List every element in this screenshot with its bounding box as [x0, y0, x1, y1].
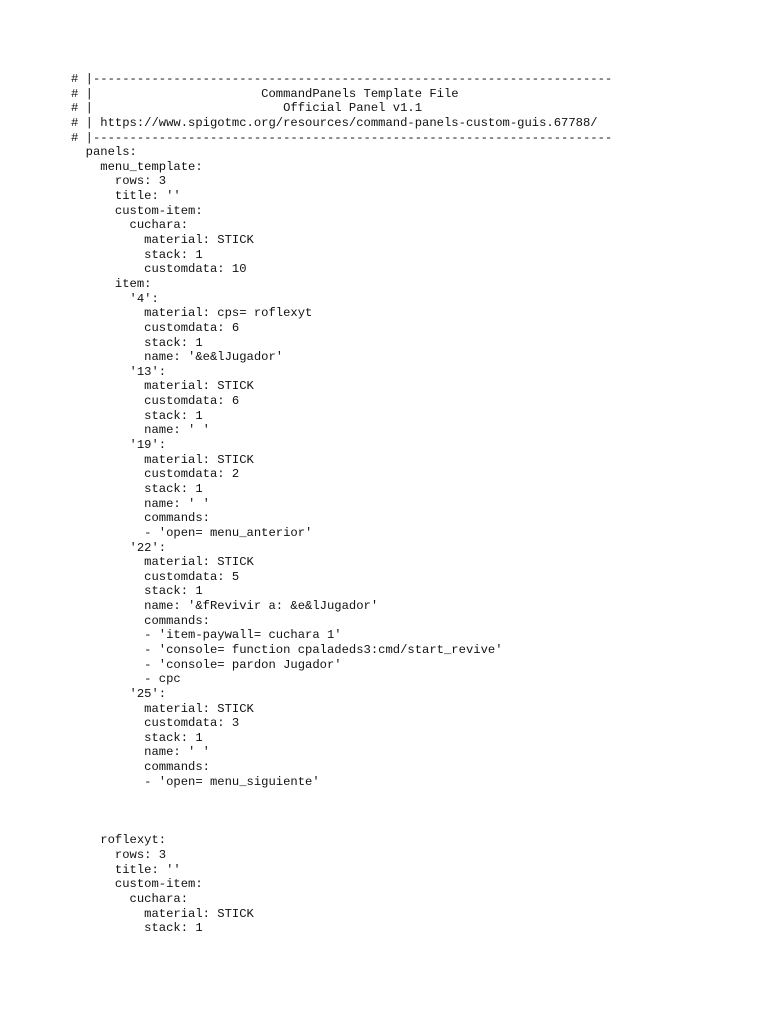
code-line: name: ' ': [71, 496, 210, 511]
code-line: [71, 789, 612, 804]
code-line: material: STICK: [71, 906, 254, 921]
code-line: rows: 3: [71, 847, 167, 862]
code-line: commands:: [71, 613, 210, 628]
code-line: name: ' ': [71, 423, 210, 438]
yaml-code-block: # |-------------------------------------…: [71, 72, 612, 936]
code-line: stack: 1: [71, 335, 203, 350]
code-line: - 'open= menu_siguiente': [71, 774, 320, 789]
code-line: material: STICK: [71, 233, 254, 248]
code-line: stack: 1: [71, 584, 203, 599]
code-line: rows: 3: [71, 174, 167, 189]
code-line: [71, 804, 612, 819]
code-line: # |-------------------------------------…: [71, 72, 613, 86]
code-line: stack: 1: [71, 481, 203, 496]
code-line: custom-item:: [71, 203, 203, 218]
code-line: name: '&fRevivir a: &e&lJugador': [71, 599, 379, 614]
code-line: '19':: [71, 438, 167, 453]
code-line: commands:: [71, 511, 210, 526]
code-line: customdata: 10: [71, 262, 247, 277]
code-line: material: STICK: [71, 555, 254, 570]
code-line: title: '': [71, 862, 181, 877]
code-line: commands:: [71, 760, 210, 775]
code-line: custom-item:: [71, 877, 203, 892]
code-line: customdata: 5: [71, 569, 240, 584]
code-line: - 'item-paywall= cuchara 1': [71, 628, 342, 643]
code-line: customdata: 6: [71, 394, 240, 409]
code-line: name: ' ': [71, 745, 210, 760]
code-line: roflexyt:: [71, 833, 167, 848]
code-line: stack: 1: [71, 921, 203, 936]
code-line: stack: 1: [71, 730, 203, 745]
code-line: title: '': [71, 189, 181, 204]
code-line: customdata: 3: [71, 716, 240, 731]
code-line: cuchara:: [71, 218, 189, 233]
code-line: material: STICK: [71, 452, 254, 467]
code-line: stack: 1: [71, 247, 203, 262]
code-line: name: '&e&lJugador': [71, 350, 284, 365]
code-line: [71, 819, 612, 834]
code-line: '4':: [71, 291, 159, 306]
code-line: - cpc: [71, 672, 181, 687]
code-line: # | https://www.spigotmc.org/resources/c…: [71, 115, 598, 130]
code-line: material: cps= roflexyt: [71, 306, 313, 321]
code-line: # | Official Panel v1.1: [71, 101, 423, 116]
code-line: # | CommandPanels Template File: [71, 86, 459, 101]
code-line: customdata: 6: [71, 320, 240, 335]
code-line: customdata: 2: [71, 467, 240, 482]
code-line: menu_template:: [71, 159, 203, 174]
code-line: - 'open= menu_anterior': [71, 525, 313, 540]
code-line: '22':: [71, 540, 167, 555]
code-line: stack: 1: [71, 408, 203, 423]
code-line: cuchara:: [71, 891, 189, 906]
code-line: - 'console= function cpaladeds3:cmd/star…: [71, 642, 503, 657]
code-line: item:: [71, 276, 152, 291]
code-line: material: STICK: [71, 379, 254, 394]
code-line: - 'console= pardon Jugador': [71, 657, 342, 672]
code-line: panels:: [71, 145, 137, 160]
code-line: material: STICK: [71, 701, 254, 716]
code-line: '25':: [71, 686, 167, 701]
code-line: # |-------------------------------------…: [71, 130, 613, 145]
code-line: '13':: [71, 364, 167, 379]
